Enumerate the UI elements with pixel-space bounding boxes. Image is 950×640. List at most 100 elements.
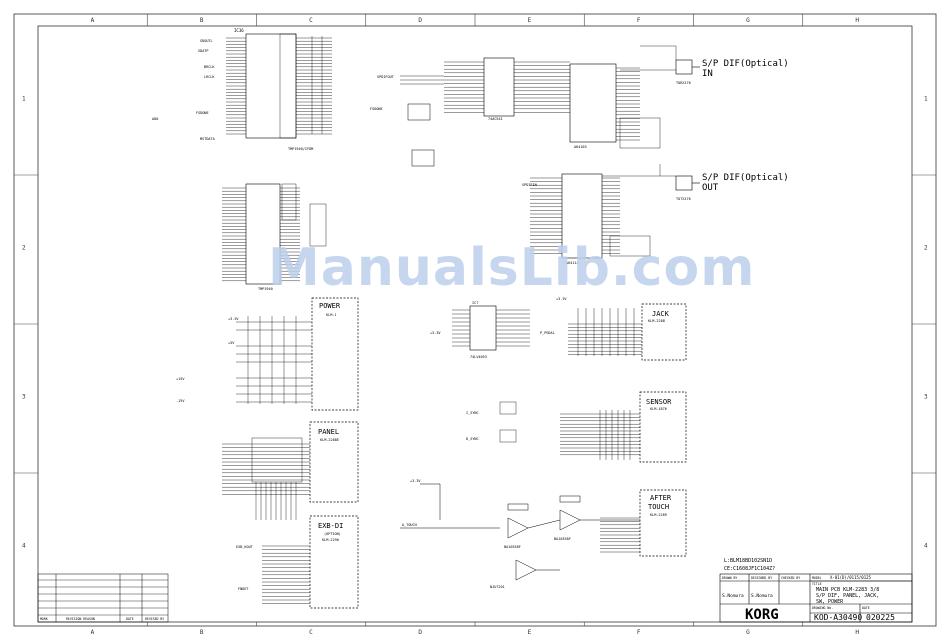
jack-block: JACK KLM-2288 +3.3V P_PEDAL <box>540 297 687 361</box>
opamp2-label: BA10358F <box>554 537 571 541</box>
grid-row-label: 4 <box>22 543 26 550</box>
spdif-out-title: S/P DIF(Optical) <box>702 173 789 183</box>
aftertouch-title2: TOUCH <box>648 503 669 511</box>
rev-header-date: DATE <box>126 617 134 621</box>
grid-col-label: A <box>91 17 95 24</box>
title-block <box>719 573 913 623</box>
grid-row-label: 3 <box>22 394 26 401</box>
buffer-ic-block: 74AC541 SPDIFOUT FSDONE <box>370 57 570 167</box>
exb-sub2: KLM-2290 <box>322 538 339 542</box>
grid-col-label: E <box>528 629 532 636</box>
grid-row-label: 2 <box>22 245 26 252</box>
ic-mid-left-label: TMP1940 <box>258 287 273 291</box>
revision-block <box>37 573 169 623</box>
date-value: 020225 <box>866 613 895 622</box>
grid-col-label: A <box>91 629 95 636</box>
power-v15: +15V <box>176 377 185 381</box>
spdif-in-sub: IN <box>702 69 713 79</box>
ic36-number: TMP1940/IFDM <box>288 147 313 151</box>
model-label: MODEL <box>812 576 822 580</box>
title-line3: SW, POWER <box>816 599 844 605</box>
net-sdatp: SDATP <box>198 49 209 53</box>
notes: L:BLM18BD102SN1D CE:C1608JF1C104Z? <box>724 558 775 572</box>
aftertouch-title: AFTER <box>650 494 672 502</box>
aftertouch-block: AFTER TOUCH KLM-2289 <box>600 489 687 557</box>
grid-col-label: E <box>528 17 532 24</box>
power-block: POWER KLM-1 +3.3V +5V +15V -15V <box>176 297 359 411</box>
drawn-by-value: S.Nomura <box>722 593 744 599</box>
grid-col-label: D <box>418 629 422 636</box>
exb-sub: (OPTION) <box>324 532 341 536</box>
spdif-out-ic: AK4114 SPDIFIN <box>522 173 651 265</box>
ic36-label: IC36 <box>234 28 244 33</box>
net-fndet: FNDET <box>238 587 249 591</box>
exb-block: EXB-DI (OPTION) KLM-2290 EXB_KOUT FNDET <box>236 515 359 609</box>
grid-col-label: F <box>637 17 641 24</box>
title-block-text: DRAWN BY DESIGNED BY CHECKED BY MODEL X-… <box>722 575 895 623</box>
jack-sub: KLM-2288 <box>648 319 665 323</box>
checked-by-label: CHECKED BY <box>781 576 800 580</box>
grid-col-label: G <box>746 17 750 24</box>
rev-header-revised: REVISED BY <box>145 617 164 621</box>
net-lrclk: LRCLK <box>204 75 215 79</box>
net-brclk: BRCLK <box>204 65 215 69</box>
jack-v33: +3.3V <box>556 297 567 301</box>
grid-col-label: C <box>309 17 313 24</box>
spdif-in-part: TORX176 <box>676 81 691 85</box>
outer-frame <box>13 13 937 627</box>
buffer-ic-label: 74AC541 <box>488 117 503 121</box>
net-mstdata: MSTDATA <box>200 137 216 141</box>
spdif-out-connector: S/P DIF(Optical) OUT TOTX176 <box>602 164 789 201</box>
panel-sub: KLM-2288E <box>320 438 339 442</box>
net-d-sync: D_SYNC <box>466 437 479 441</box>
net-exb-kout: EXB_KOUT <box>236 545 254 549</box>
net-fsdone: FSDONE <box>196 111 209 115</box>
grid-row-label: 3 <box>924 394 928 401</box>
note-line1: L:BLM18BD102SN1D <box>724 558 772 564</box>
title-line2: S/P DIF, PANEL, JACK, <box>816 593 879 599</box>
panel-block: PANEL KLM-2288E <box>222 421 359 520</box>
note-line2: CE:C1608JF1C104Z? <box>724 566 775 572</box>
grid-row-label: 1 <box>22 96 26 103</box>
net-spdif-out: SPDIFOUT <box>377 75 395 79</box>
spdif-out-part: TOTX176 <box>676 197 691 201</box>
designed-by-value: S.Nomura <box>751 593 773 599</box>
grid-col-label: G <box>746 629 750 636</box>
at-v33: +3.3V <box>410 479 421 483</box>
drawing-no-label: DRAWING No. <box>812 606 833 610</box>
ic7-number: 74LV4053 <box>470 355 487 359</box>
grid-col-label: H <box>855 629 859 636</box>
sensor-title: SENSOR <box>646 398 672 406</box>
ic7-v33: +3.3V <box>430 331 441 335</box>
grid-col-label: B <box>200 17 204 24</box>
power-v33: +3.3V <box>228 317 239 321</box>
grid-row-label: 1 <box>924 96 928 103</box>
ic7-label: IC7 <box>472 301 478 305</box>
jack-title: JACK <box>652 310 670 318</box>
opamp3-label: NJU7201 <box>490 585 505 589</box>
spdif-in-connector: S/P DIF(Optical) IN TORX176 <box>620 45 789 85</box>
model-value: X-01(D)/0115/0125 <box>830 575 872 580</box>
korg-logo: KORG <box>745 607 779 623</box>
designed-by-label: DESIGNED BY <box>751 576 772 580</box>
grid-col-label: H <box>855 17 859 24</box>
aftertouch-opamps: +3.3V A_TOUCH BA10358F BA10358F NJU7201 <box>400 479 640 589</box>
net-i-sync: I_SYNC <box>466 411 479 415</box>
ic36-block: IC36 TMP1940/IFDM <box>226 28 332 151</box>
net-sdoutl: SDOUTL <box>200 39 213 43</box>
sensor-block: SENSOR KLM-1876 I_SYNC D_SYNC <box>466 391 687 463</box>
grid-row-label: 2 <box>924 245 928 252</box>
border-grid-marks <box>14 14 936 626</box>
drawing-no-value: KOD-A30490 <box>814 613 862 622</box>
left-net-labels: SDOUTL SDATP BRCLK LRCLK FSDONE AD0 MSTD… <box>152 39 216 141</box>
spdif-out-sub: OUT <box>702 183 719 193</box>
power-title: POWER <box>319 302 341 310</box>
ic-mid-left-block: TMP1940 <box>222 183 327 291</box>
sensor-sub: KLM-1876 <box>650 407 667 411</box>
net-ad0: AD0 <box>152 117 158 121</box>
grid-col-label: B <box>200 629 204 636</box>
net-a-touch: A_TOUCH <box>402 523 417 527</box>
spdif-in-ic: AK4103 <box>569 63 661 149</box>
